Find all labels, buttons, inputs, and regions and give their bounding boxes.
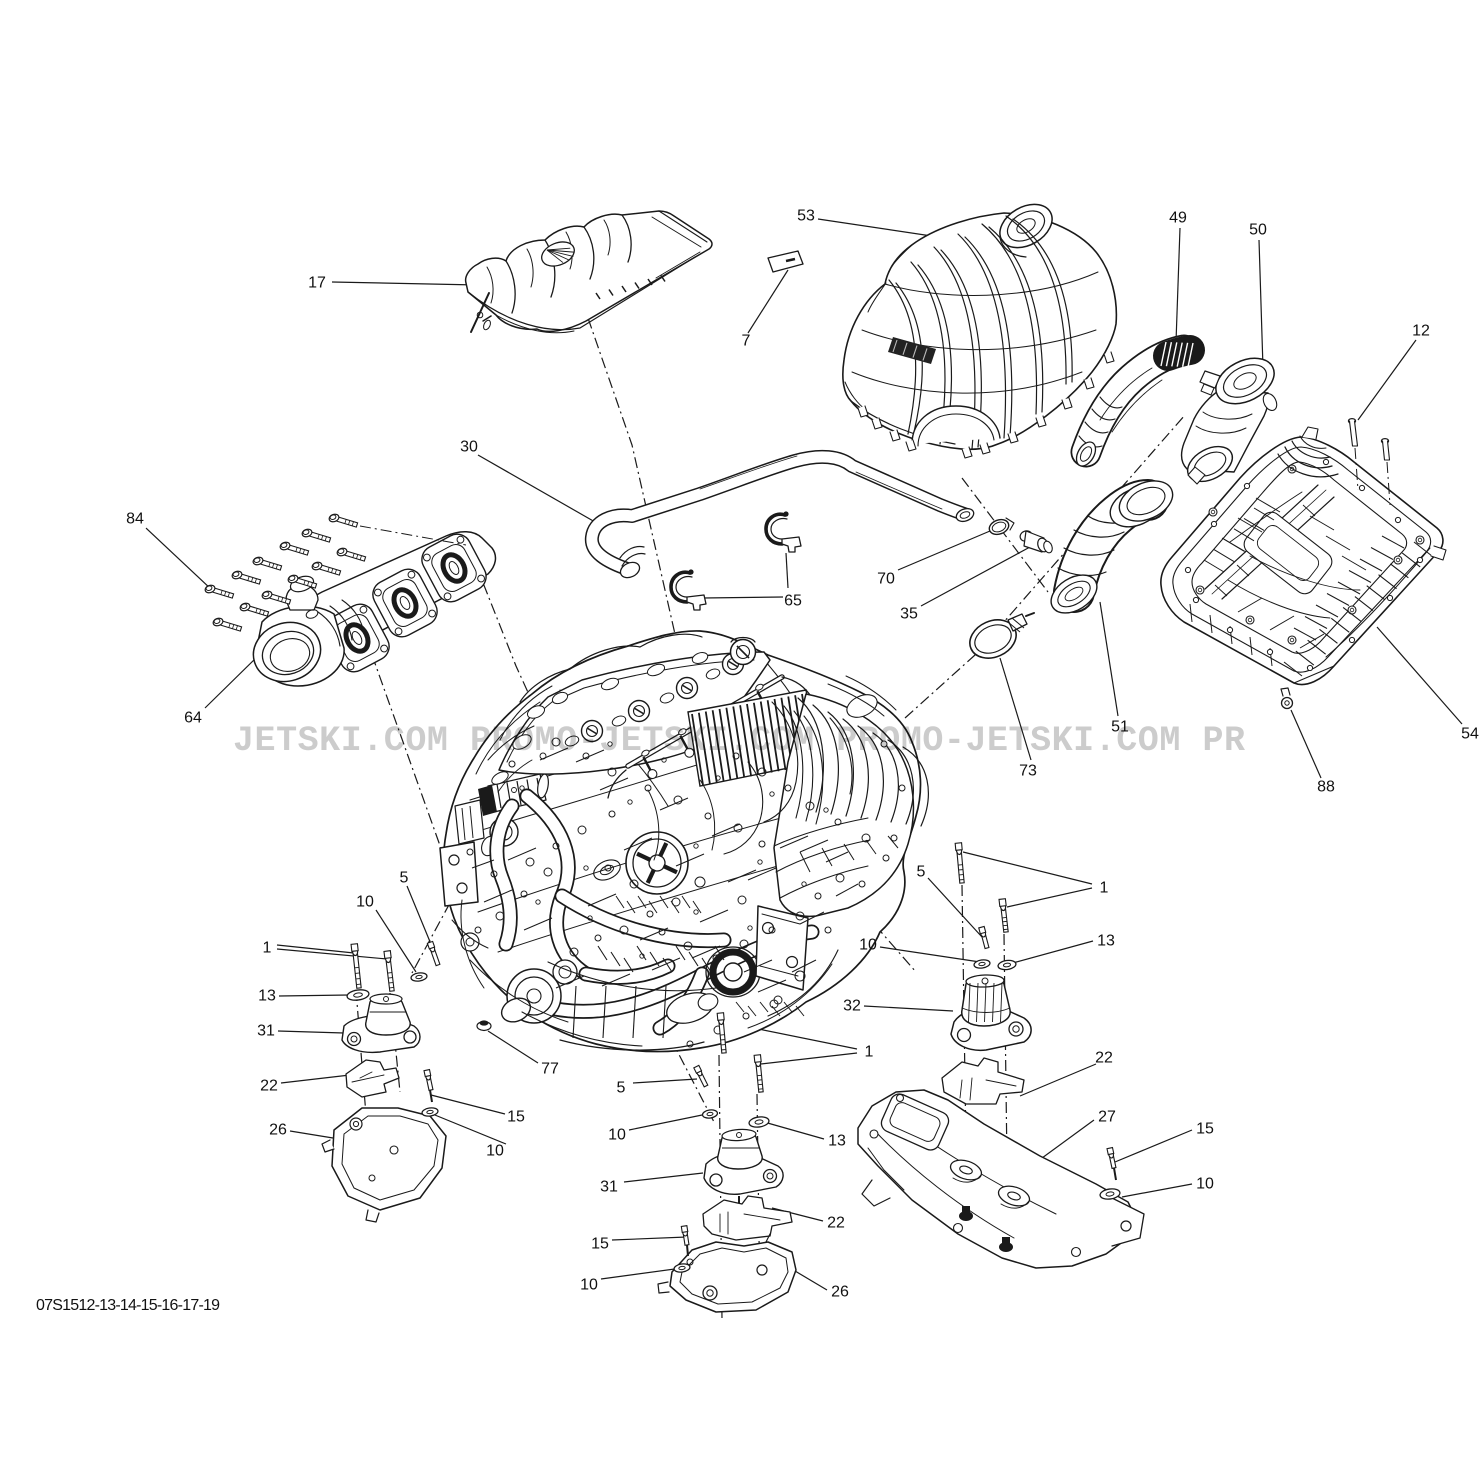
svg-text:1: 1 (263, 940, 272, 957)
svg-text:10: 10 (1196, 1176, 1214, 1193)
svg-text:5: 5 (617, 1080, 626, 1097)
svg-text:15: 15 (507, 1109, 525, 1126)
svg-text:12: 12 (1412, 323, 1430, 340)
svg-text:22: 22 (260, 1078, 278, 1095)
svg-text:65: 65 (784, 593, 802, 610)
svg-text:13: 13 (258, 988, 276, 1005)
svg-text:22: 22 (827, 1215, 845, 1232)
svg-text:64: 64 (184, 710, 202, 727)
svg-text:50: 50 (1249, 222, 1267, 239)
svg-text:73: 73 (1019, 763, 1037, 780)
svg-text:88: 88 (1317, 779, 1335, 796)
svg-text:35: 35 (900, 606, 918, 623)
svg-text:13: 13 (1097, 933, 1115, 950)
svg-text:15: 15 (1196, 1121, 1214, 1138)
svg-text:32: 32 (843, 998, 861, 1015)
svg-text:54: 54 (1461, 726, 1479, 743)
svg-text:7: 7 (742, 333, 751, 350)
svg-text:5: 5 (917, 864, 926, 881)
svg-text:31: 31 (257, 1023, 275, 1040)
svg-text:15: 15 (591, 1236, 609, 1253)
svg-text:22: 22 (1095, 1050, 1113, 1067)
svg-text:27: 27 (1098, 1109, 1116, 1126)
svg-text:10: 10 (486, 1143, 504, 1160)
svg-text:49: 49 (1169, 210, 1187, 227)
svg-text:1: 1 (1100, 880, 1109, 897)
svg-text:10: 10 (356, 894, 374, 911)
svg-text:26: 26 (269, 1122, 287, 1139)
svg-text:17: 17 (308, 275, 326, 292)
svg-text:10: 10 (608, 1127, 626, 1144)
svg-text:10: 10 (580, 1277, 598, 1294)
svg-text:07S1512-13-14-15-16-17-19: 07S1512-13-14-15-16-17-19 (36, 1297, 220, 1314)
svg-text:84: 84 (126, 511, 144, 528)
svg-text:1: 1 (865, 1044, 874, 1061)
svg-text:31: 31 (600, 1179, 618, 1196)
svg-text:77: 77 (541, 1061, 559, 1078)
svg-text:26: 26 (831, 1284, 849, 1301)
svg-text:51: 51 (1111, 719, 1129, 736)
svg-text:30: 30 (460, 439, 478, 456)
svg-text:JETSKI.COM PROMO-JETSKI.COM PR: JETSKI.COM PROMO-JETSKI.COM PROMO-JETSKI… (233, 721, 1245, 761)
svg-text:5: 5 (400, 870, 409, 887)
svg-text:13: 13 (828, 1133, 846, 1150)
svg-text:70: 70 (877, 571, 895, 588)
svg-text:10: 10 (859, 937, 877, 954)
svg-text:53: 53 (797, 208, 815, 225)
